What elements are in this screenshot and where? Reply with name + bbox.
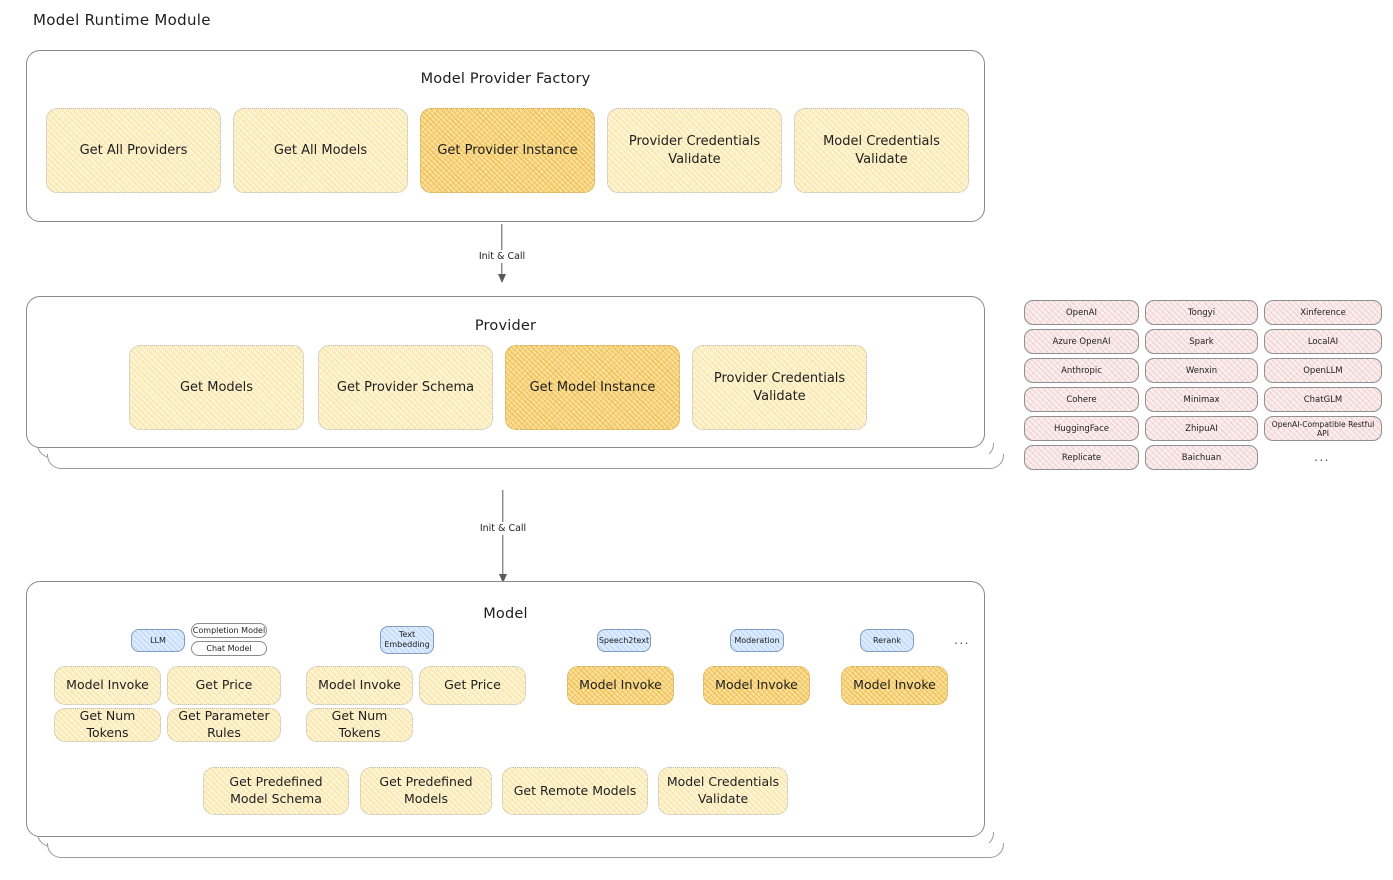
- model-type-badge-llm[interactable]: LLM: [131, 629, 185, 652]
- arrow-factory-to-provider: Init & Call: [470, 224, 534, 283]
- provider-pill-replicate[interactable]: Replicate: [1024, 445, 1139, 470]
- provider-pill-xinference[interactable]: Xinference: [1264, 300, 1382, 325]
- provider-pill-chatglm[interactable]: ChatGLM: [1264, 387, 1382, 412]
- provider-method-get-provider-schema[interactable]: Get Provider Schema: [318, 345, 493, 430]
- factory-title: Model Provider Factory: [420, 71, 591, 87]
- provider-pill-zhipuai[interactable]: ZhipuAI: [1145, 416, 1258, 441]
- provider-list-ellipsis: ...: [1314, 450, 1330, 464]
- provider-pill-cohere[interactable]: Cohere: [1024, 387, 1139, 412]
- llm-method-model-invoke[interactable]: Model Invoke: [54, 666, 161, 705]
- provider-pill-tongyi[interactable]: Tongyi: [1145, 300, 1258, 325]
- provider-pill-localai[interactable]: LocalAI: [1264, 329, 1382, 354]
- model-card: Model LLM Completion Model Chat Model Mo…: [26, 581, 1004, 858]
- provider-pill-huggingface[interactable]: HuggingFace: [1024, 416, 1139, 441]
- arrow-label-init-and-call: Init & Call: [474, 250, 530, 263]
- provider-card: Provider Get Models Get Provider Schema …: [26, 296, 1004, 469]
- model-title: Model: [483, 606, 528, 622]
- provider-pill-wenxin[interactable]: Wenxin: [1145, 358, 1258, 383]
- arrow-label-init-and-call: Init & Call: [475, 522, 531, 535]
- arrow-provider-to-model: Init & Call: [471, 490, 535, 583]
- model-types-ellipsis: ...: [954, 633, 970, 647]
- model-type-badge-speech2text[interactable]: Speech2text: [597, 629, 651, 652]
- text-embedding-method-get-price[interactable]: Get Price: [419, 666, 526, 705]
- provider-method-provider-credentials-validate[interactable]: Provider Credentials Validate: [692, 345, 867, 430]
- model-provider-factory-card: Model Provider Factory Get All Providers…: [26, 50, 985, 222]
- factory-method-provider-credentials-validate[interactable]: Provider Credentials Validate: [607, 108, 782, 193]
- model-type-badge-rerank[interactable]: Rerank: [860, 629, 914, 652]
- arrow-head-icon: [499, 574, 507, 583]
- text-embedding-method-get-num-tokens[interactable]: Get Num Tokens: [306, 708, 413, 742]
- provider-pill-azure-openai[interactable]: Azure OpenAI: [1024, 329, 1139, 354]
- provider-pill-anthropic[interactable]: Anthropic: [1024, 358, 1139, 383]
- model-subtype-badge-completion-model[interactable]: Completion Model: [191, 623, 267, 638]
- model-type-badge-text-embedding[interactable]: Text Embedding: [380, 626, 434, 654]
- provider-pill-openai-compatible-restful-api[interactable]: OpenAI-Compatible Restful API: [1264, 416, 1382, 441]
- text-embedding-method-model-invoke[interactable]: Model Invoke: [306, 666, 413, 705]
- llm-method-get-num-tokens[interactable]: Get Num Tokens: [54, 708, 161, 742]
- rerank-method-model-invoke[interactable]: Model Invoke: [841, 666, 948, 705]
- moderation-method-model-invoke[interactable]: Model Invoke: [703, 666, 810, 705]
- model-type-badge-moderation[interactable]: Moderation: [730, 629, 784, 652]
- llm-method-get-price[interactable]: Get Price: [167, 666, 281, 705]
- model-shared-method-get-remote-models[interactable]: Get Remote Models: [502, 767, 648, 815]
- provider-pill-minimax[interactable]: Minimax: [1145, 387, 1258, 412]
- factory-method-model-credentials-validate[interactable]: Model Credentials Validate: [794, 108, 969, 193]
- provider-pill-openai[interactable]: OpenAI: [1024, 300, 1139, 325]
- factory-method-get-all-providers[interactable]: Get All Providers: [46, 108, 221, 193]
- provider-method-get-model-instance[interactable]: Get Model Instance: [505, 345, 680, 430]
- factory-method-get-all-models[interactable]: Get All Models: [233, 108, 408, 193]
- provider-list: OpenAI Azure OpenAI Anthropic Cohere Hug…: [1024, 298, 1384, 476]
- provider-pill-openllm[interactable]: OpenLLM: [1264, 358, 1382, 383]
- page-title: Model Runtime Module: [33, 11, 211, 29]
- provider-method-get-models[interactable]: Get Models: [129, 345, 304, 430]
- model-shared-method-get-predefined-models[interactable]: Get Predefined Models: [360, 767, 492, 815]
- arrow-shaft: [502, 490, 504, 582]
- provider-pill-spark[interactable]: Spark: [1145, 329, 1258, 354]
- factory-method-get-provider-instance[interactable]: Get Provider Instance: [420, 108, 595, 193]
- arrow-head-icon: [498, 274, 506, 283]
- model-shared-method-model-credentials-validate[interactable]: Model Credentials Validate: [658, 767, 788, 815]
- speech2text-method-model-invoke[interactable]: Model Invoke: [567, 666, 674, 705]
- provider-title: Provider: [474, 318, 537, 334]
- model-shared-method-get-predefined-model-schema[interactable]: Get Predefined Model Schema: [203, 767, 349, 815]
- llm-method-get-parameter-rules[interactable]: Get Parameter Rules: [167, 708, 281, 742]
- model-subtype-badge-chat-model[interactable]: Chat Model: [191, 641, 267, 656]
- provider-pill-baichuan[interactable]: Baichuan: [1145, 445, 1258, 470]
